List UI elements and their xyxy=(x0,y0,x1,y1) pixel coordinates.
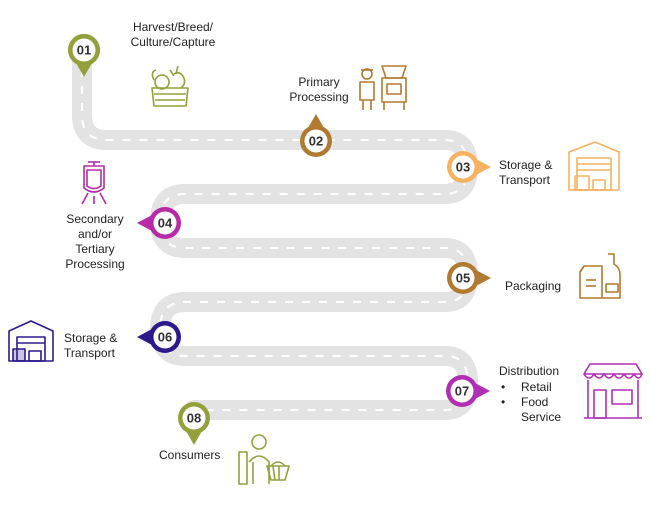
step-03-marker: 03 xyxy=(447,151,491,183)
step-07-bullet-food-service: Food Service xyxy=(521,395,562,424)
step-07-bullet-item: •Retail xyxy=(501,380,552,394)
packaged-goods-icon xyxy=(579,253,621,299)
step-03-number: 03 xyxy=(456,160,470,175)
step-02-label: Primary Processing xyxy=(289,75,349,104)
step-07-label: Distribution xyxy=(499,364,560,378)
step-04-marker: 04 xyxy=(137,207,181,239)
step-01-number: 01 xyxy=(77,43,91,58)
step-01-marker: 01 xyxy=(67,33,100,77)
step-06-number: 06 xyxy=(158,330,172,345)
warehouse-icon xyxy=(568,141,620,191)
step-07-marker: 07 xyxy=(446,375,490,407)
warehouse-icon xyxy=(8,320,54,362)
step-07-bullet-item: •Food Service xyxy=(501,395,562,424)
step-03-label: Storage & Transport xyxy=(499,158,553,187)
step-04-label: Secondary and/or Tertiary Processing xyxy=(65,212,125,271)
step-04-number: 04 xyxy=(158,216,173,231)
step-02-number: 02 xyxy=(309,134,323,149)
step-08-marker: 08 xyxy=(178,402,210,445)
road xyxy=(72,42,478,420)
step-07-number: 07 xyxy=(455,384,469,399)
step-06-label: Storage & Transport xyxy=(64,331,118,360)
step-07-bullet-retail: Retail xyxy=(521,380,552,394)
step-02-marker: 02 xyxy=(300,114,332,157)
storefront-icon xyxy=(583,363,643,419)
step-01-label: Harvest/Breed/ Culture/Capture xyxy=(130,20,216,49)
road-dashes xyxy=(81,52,470,411)
step-05-marker: 05 xyxy=(447,262,491,294)
processing-tank-icon xyxy=(81,161,107,205)
step-08-number: 08 xyxy=(187,411,201,426)
step-08-label: Consumers xyxy=(159,448,221,462)
vegetables-basket-icon xyxy=(151,65,189,107)
shopper-icon xyxy=(238,434,290,485)
worker-machine-icon xyxy=(359,65,407,110)
step-06-marker: 06 xyxy=(137,321,181,353)
step-05-number: 05 xyxy=(456,271,470,286)
step-05-label: Packaging xyxy=(505,279,562,293)
step-07-bullet-list: •Retail •Food Service xyxy=(501,380,561,425)
